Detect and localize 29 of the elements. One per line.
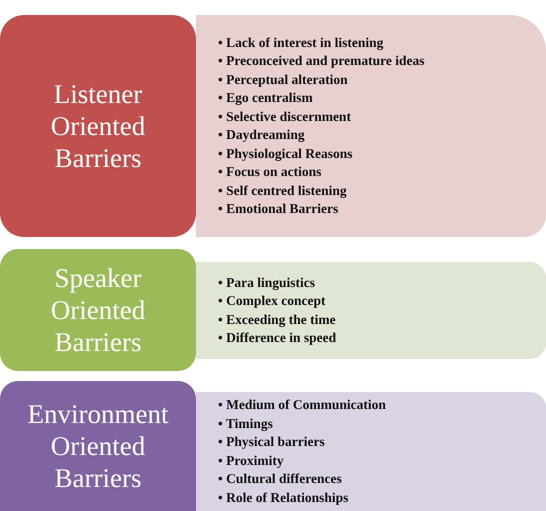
category-title: Speaker Oriented Barriers [50, 262, 146, 358]
bullet-item: • Proximity [218, 452, 284, 470]
bullet-item: • Physiological Reasons [218, 144, 352, 163]
bullet-item: • Cultural differences [218, 470, 342, 488]
bullet-item: • Physical barriers [218, 433, 325, 451]
list-panel [196, 392, 546, 511]
bullet-item: • Preconceived and premature ideas [218, 52, 424, 70]
bullet-item: • Medium of Communication [218, 396, 386, 414]
bullet-item: • Para linguistics [218, 274, 315, 292]
bullet-item: • Daydreaming [218, 126, 305, 144]
bullet-item: • Difference in speed [218, 329, 336, 347]
bullet-item: • Focus on actions [218, 163, 322, 181]
bullet-item: • Perceptual alteration [218, 70, 348, 89]
category-title: Environment Oriented Barriers [26, 398, 170, 494]
bullet-item: • Ego centralism [218, 89, 313, 107]
category-box [0, 381, 196, 511]
bullet-item: • Timings [218, 414, 273, 433]
bullet-item: • Exceeding the time [218, 310, 336, 329]
bullet-item: • Selective discernment [218, 108, 351, 126]
category-box [0, 15, 196, 237]
bullet-item: • Lack of interest in listening [218, 34, 384, 52]
bullet-item: • Self centred listening [218, 182, 347, 200]
bullet-item: • Emotional Barriers [218, 200, 338, 218]
list-panel [196, 262, 546, 359]
bullet-item: • Complex concept [218, 292, 326, 310]
list-panel [196, 15, 546, 237]
category-title: Listener Oriented Barriers [50, 78, 146, 174]
category-box [0, 249, 196, 371]
bullet-item: • Role of Relationships [218, 488, 348, 507]
